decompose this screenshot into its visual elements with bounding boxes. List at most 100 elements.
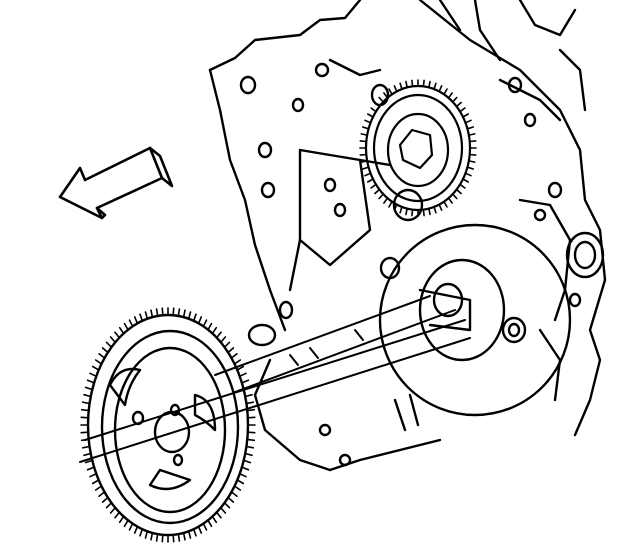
gear-tooth	[202, 319, 208, 328]
gear-tooth	[245, 401, 255, 405]
gear-tooth	[360, 133, 368, 136]
gear-tooth	[364, 119, 372, 124]
gear-tooth	[80, 416, 89, 419]
gear-tooth	[244, 452, 253, 457]
gear-tooth	[101, 347, 109, 354]
gear-tooth	[451, 193, 458, 200]
gear-tooth	[443, 200, 448, 208]
gear-tooth	[370, 107, 377, 113]
gear-tooth	[361, 166, 370, 170]
gear-tooth	[114, 331, 121, 339]
gear-tooth	[84, 386, 93, 391]
gear-tooth	[80, 408, 90, 412]
gear-tooth	[459, 107, 466, 113]
gear-tooth	[374, 101, 381, 108]
gear-tooth	[133, 525, 139, 534]
gear-tooth	[105, 341, 113, 349]
gear-tooth	[422, 208, 425, 217]
gear-tooth	[215, 331, 222, 339]
removal-arrow	[58, 146, 174, 220]
gear-tooth	[81, 401, 91, 405]
gear-tooth	[388, 88, 393, 96]
gear-tooth	[91, 365, 100, 371]
gear-tooth	[155, 308, 159, 317]
gear-tooth	[207, 322, 213, 331]
gear-tooth	[464, 172, 472, 177]
gear-tooth	[139, 528, 144, 537]
gear-tooth	[464, 119, 472, 124]
gear-tooth	[447, 197, 453, 204]
gear-tooth	[227, 496, 235, 503]
gear-tooth	[101, 496, 109, 503]
gear-tooth	[411, 79, 414, 88]
gear-tooth	[427, 80, 431, 89]
alignment-lines	[79, 295, 471, 463]
gear-tooth	[197, 316, 203, 325]
gear-tooth	[462, 178, 470, 183]
upper-gear	[359, 79, 477, 217]
gear-tooth	[405, 80, 409, 89]
gear-tooth	[427, 207, 431, 216]
lower-gear	[80, 307, 256, 543]
gear-tooth	[207, 519, 213, 528]
gear-tooth	[245, 445, 255, 449]
gear-tooth	[84, 459, 93, 464]
gear-tooth	[468, 140, 477, 143]
gear-tooth	[80, 438, 90, 442]
gear-tooth	[86, 379, 95, 384]
gear-tooth	[359, 140, 368, 143]
gear-tooth	[150, 532, 154, 541]
gear-tooth	[238, 472, 247, 478]
gear-tooth	[83, 452, 92, 457]
gear-tooth	[105, 501, 113, 509]
gear-tooth	[383, 92, 389, 99]
gear-tooth	[114, 511, 121, 519]
gear-tooth	[89, 372, 98, 378]
gear-tooth	[244, 393, 253, 398]
gear-tooth	[411, 208, 414, 217]
gear-tooth	[94, 359, 103, 365]
gear-tooth	[133, 316, 139, 325]
gear-tooth	[360, 160, 368, 163]
gear-tooth	[223, 501, 231, 509]
gear-tooth	[233, 359, 242, 365]
gear-tooth	[219, 336, 227, 344]
gear-tooth	[161, 533, 164, 543]
gear-tooth	[86, 466, 95, 471]
gear-tooth	[359, 153, 368, 156]
gear-tooth	[468, 160, 476, 163]
gear-tooth	[366, 113, 374, 118]
gear-tooth	[233, 485, 242, 491]
gear-tooth	[438, 203, 443, 211]
gear-tooth	[468, 133, 476, 136]
gear-tooth	[177, 308, 181, 317]
gear-tooth	[128, 319, 134, 328]
gear-tooth	[393, 203, 398, 211]
gear-tooth	[128, 522, 134, 531]
gear-tooth	[238, 372, 247, 378]
gear-tooth	[182, 309, 186, 318]
gear-tooth	[187, 311, 192, 320]
gear-tooth	[433, 206, 437, 214]
gear-tooth	[366, 178, 374, 183]
gear-tooth	[192, 313, 197, 322]
gear-tooth	[161, 307, 164, 317]
gear-tooth	[466, 126, 475, 130]
gear-tooth	[459, 183, 466, 189]
gear-tooth	[81, 445, 91, 449]
gear-tooth	[211, 326, 218, 335]
gear-tooth	[123, 322, 129, 331]
gear-tooth	[370, 183, 377, 189]
gear-tooth	[123, 519, 129, 528]
gear-tooth	[211, 515, 218, 524]
gear-tooth	[83, 393, 92, 398]
gear-tooth	[118, 326, 125, 335]
gear-tooth	[399, 206, 403, 214]
gear-tooth	[98, 491, 106, 498]
gear-tooth	[144, 311, 149, 320]
gear-tooth	[230, 352, 238, 359]
gear-tooth	[422, 79, 425, 88]
gear-tooth	[243, 459, 252, 464]
